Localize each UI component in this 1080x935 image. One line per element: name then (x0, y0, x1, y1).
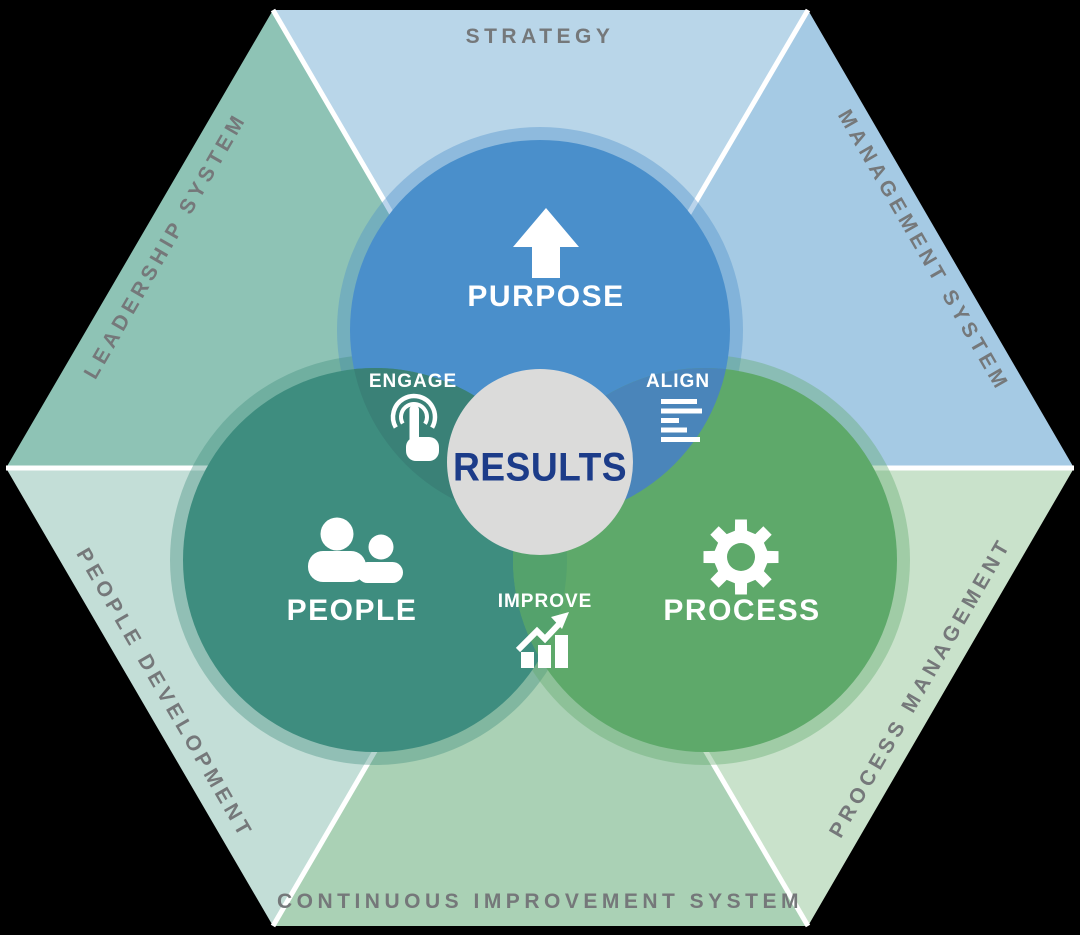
arrow-up-icon (513, 208, 579, 278)
process-label: PROCESS (663, 594, 821, 627)
tap-icon (390, 393, 439, 461)
gear-icon (703, 519, 779, 595)
people-icon (308, 517, 403, 583)
purpose-label: PURPOSE (467, 280, 625, 313)
segment-label-continuous-improvement: CONTINUOUS IMPROVEMENT SYSTEM (276, 890, 804, 913)
improve-label: IMPROVE (497, 591, 593, 612)
results-label: RESULTS (452, 445, 628, 490)
align-lines-icon (661, 399, 702, 442)
icons-layer (308, 208, 779, 668)
results-circle (447, 369, 633, 555)
growth-chart-icon (515, 612, 569, 668)
segment-label-strategy: STRATEGY (465, 25, 615, 48)
engage-label: ENGAGE (368, 371, 458, 392)
people-label: PEOPLE (286, 594, 418, 627)
align-label: ALIGN (645, 371, 711, 392)
segment-continuous-improvement (273, 468, 808, 926)
